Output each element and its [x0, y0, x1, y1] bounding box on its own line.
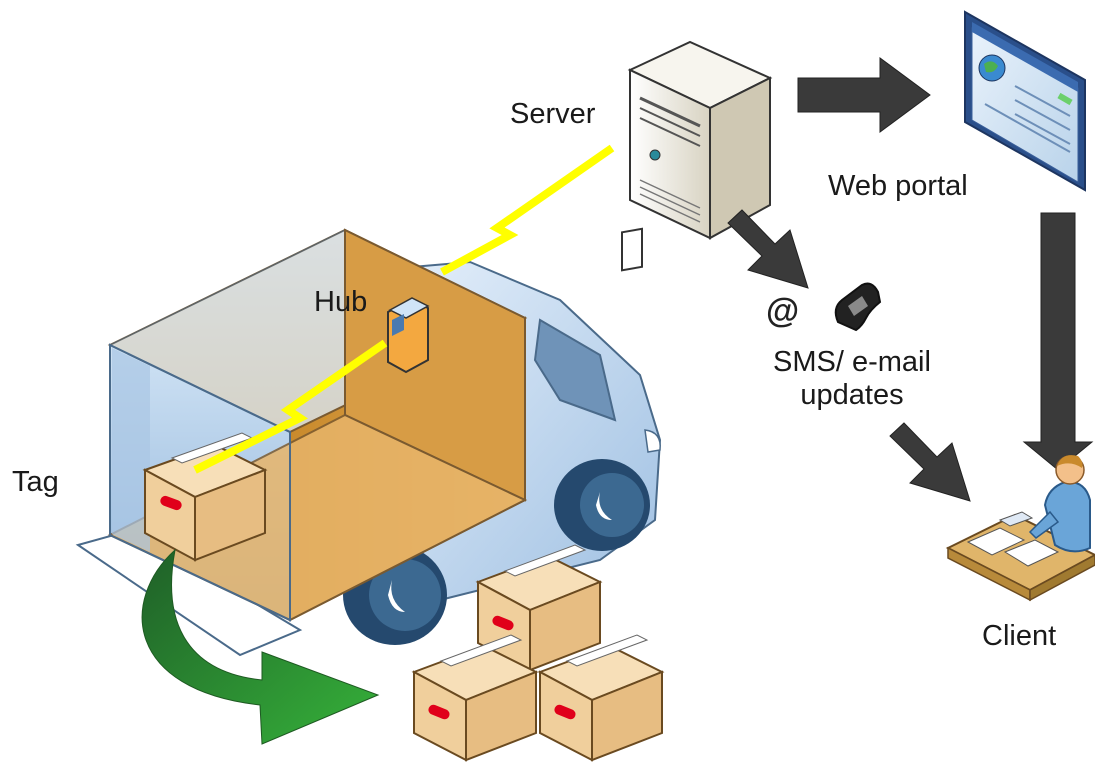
sms-label-line1: SMS/ e-mail: [773, 346, 931, 378]
person-at-desk-icon: [945, 455, 1095, 602]
box-bottom-right: [537, 634, 665, 762]
cargo-door: [109, 343, 291, 622]
client-label: Client: [982, 620, 1057, 652]
side-mirror: [621, 227, 643, 272]
sms-label-line2: updates: [800, 379, 904, 412]
arrow-server-to-portal: [797, 57, 931, 133]
sms-email-updates-label: SMS/ e-mail updates: [752, 346, 952, 413]
wireless-link-server-hub: [440, 144, 615, 276]
server-label: Server: [510, 98, 596, 130]
web-browser-window-icon: [964, 10, 1086, 192]
web-portal-label: Web portal: [828, 170, 968, 202]
server-tower-icon: [627, 40, 773, 240]
arrow-portal-to-client: [1022, 212, 1094, 471]
cab-window: [533, 318, 617, 422]
arrow-server-to-sms: [727, 209, 809, 289]
rfid-tagged-box-icon: [142, 432, 268, 562]
front-wheel: [554, 459, 650, 551]
unload-arrow: [141, 548, 380, 745]
box-bottom-left: [411, 634, 539, 762]
tag-label: Tag: [12, 466, 59, 498]
box-stack-icon: [411, 544, 665, 762]
box-top: [475, 544, 603, 672]
hub-label: Hub: [314, 286, 368, 318]
cargo-door-face: [112, 348, 150, 552]
mobile-phone-icon: [834, 282, 882, 332]
wireless-hub-icon: [387, 297, 430, 374]
wireless-link-hub-tag: [193, 339, 388, 474]
headlight: [644, 429, 661, 453]
email-icon: @: [766, 292, 800, 330]
arrow-sms-to-client: [889, 422, 971, 502]
